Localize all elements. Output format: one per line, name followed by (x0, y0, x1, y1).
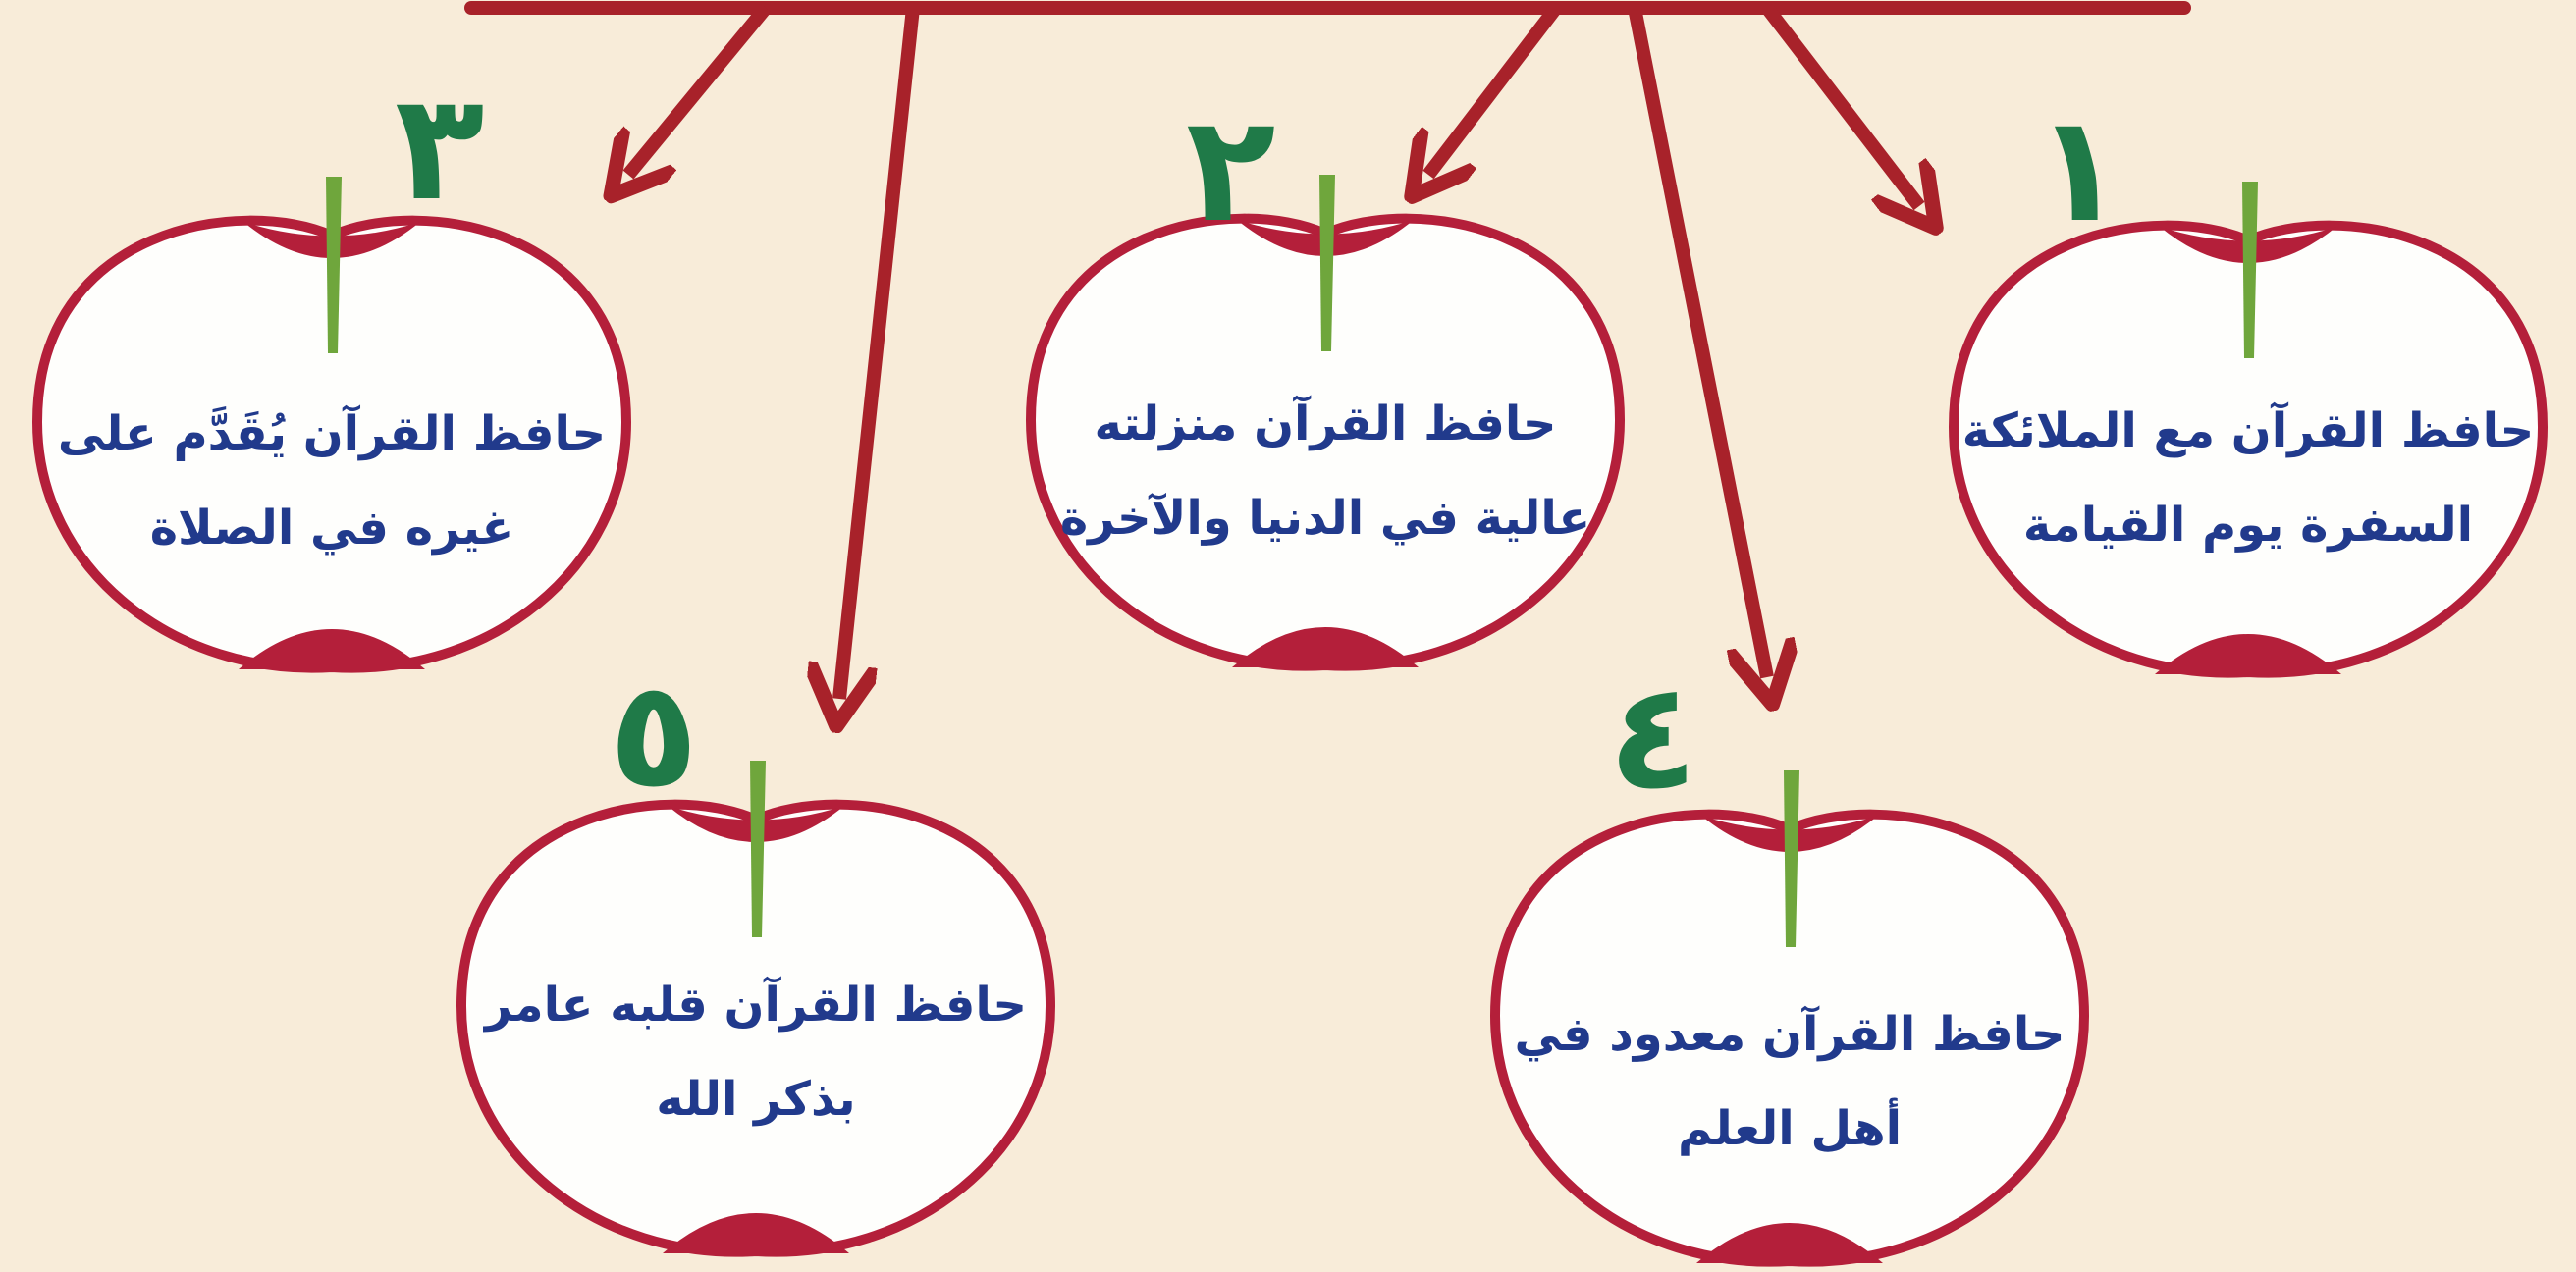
item-3-line-1: حافظ القرآن يُقَدَّم على (57, 406, 607, 461)
item-1-number: ١ (2034, 84, 2124, 255)
apple-bottom-notch (1696, 1223, 1883, 1263)
apple-1 (1948, 182, 2549, 678)
item-2-line-1: حافظ القرآن منزلته (1094, 397, 1557, 451)
arrow-to-item-4 (1628, 6, 1767, 677)
item-2-line-2: عالية في الدنيا والآخرة (1059, 491, 1591, 546)
item-3-number: ٣ (395, 63, 485, 234)
apple-4 (1489, 770, 2090, 1267)
item-4-line-1: حافظ القرآن معدود في (1514, 1007, 2066, 1062)
item-5-text: حافظ القرآن قلبه عامر بذكر الله (461, 958, 1050, 1146)
arrow-to-item-5 (839, 7, 920, 699)
item-4-line-2: أهل العلم (1677, 1101, 1903, 1156)
apple-bottom-notch (1232, 627, 1419, 667)
stem-icon (750, 761, 766, 937)
arrow-to-item-2 (1428, 3, 1562, 175)
item-2-text: حافظ القرآن منزلته عالية في الدنيا والآخ… (1031, 377, 1620, 565)
item-1-line-2: السفرة يوم القيامة (2022, 498, 2474, 553)
item-1-text: حافظ القرآن مع الملائكة السفرة يوم القيا… (1954, 384, 2543, 572)
apple-bottom-notch (663, 1213, 849, 1253)
stem-icon (2242, 182, 2258, 358)
stem-icon (326, 177, 342, 353)
item-5-number: ٥ (609, 650, 699, 821)
item-2-number: ٢ (1186, 84, 1276, 255)
stem-icon (1319, 175, 1335, 351)
item-4-number: ٤ (1608, 652, 1698, 822)
item-1-line-1: حافظ القرآن مع الملائكة (1961, 403, 2535, 458)
stem-icon (1784, 770, 1799, 947)
apple-bottom-notch (2155, 634, 2341, 674)
item-3-line-2: غيره في الصلاة (149, 501, 514, 556)
item-5-line-2: بذكر الله (656, 1072, 856, 1127)
item-4-text: حافظ القرآن معدود في أهل العلم (1495, 987, 2084, 1176)
arrow-to-item-1 (1761, 3, 1919, 206)
arrow-to-item-3 (628, 3, 772, 175)
apple-2 (1025, 175, 1626, 671)
item-5-line-1: حافظ القرآن قلبه عامر (485, 978, 1027, 1033)
item-3-text: حافظ القرآن يُقَدَّم على غيره في الصلاة (37, 387, 626, 575)
apple-5 (456, 761, 1056, 1257)
apple-3 (31, 177, 632, 673)
apple-bottom-notch (239, 629, 425, 669)
